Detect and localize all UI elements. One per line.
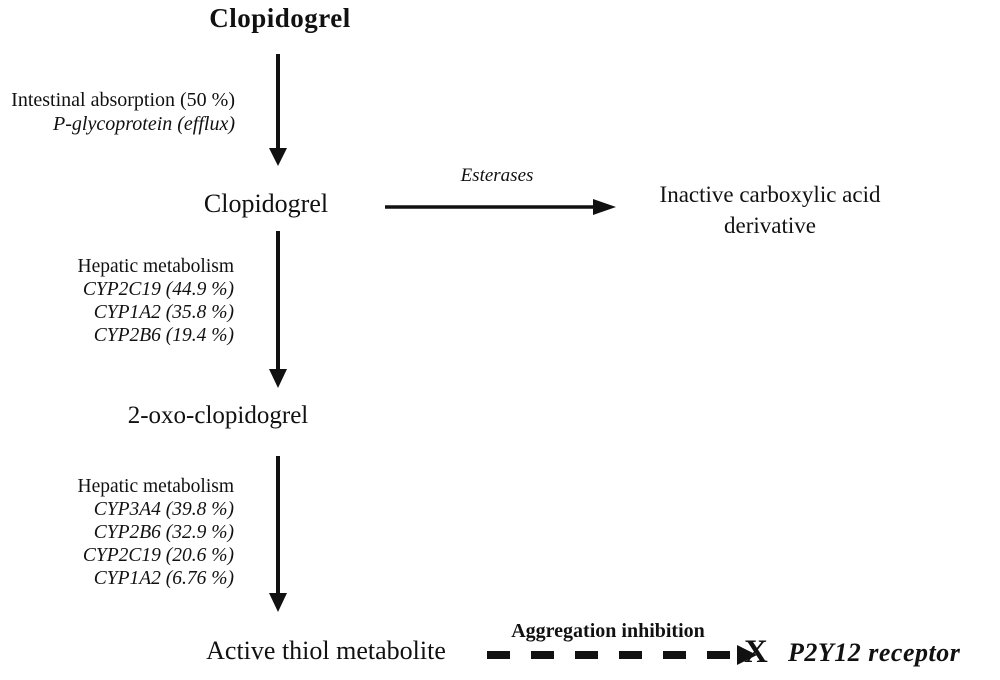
- hepatic-1-title: Hepatic metabolism: [77, 256, 235, 277]
- aggregation-inhibition-label: Aggregation inhibition: [511, 620, 705, 642]
- hepatic-2-item: CYP2B6 (32.9 %): [93, 522, 234, 543]
- hepatic-arrow-1: [269, 231, 287, 388]
- hepatic-1-item: CYP2C19 (44.9 %): [82, 279, 234, 300]
- hepatic-2-item: CYP1A2 (6.76 %): [93, 568, 234, 589]
- block-x-mark: X: [744, 634, 768, 670]
- esterases-arrow: [385, 199, 616, 215]
- hepatic-metabolism-2: Hepatic metabolism CYP3A4 (39.8 %) CYP2B…: [58, 475, 235, 590]
- hepatic-arrow-2: [269, 456, 287, 612]
- absorption-label: Intestinal absorption (50 %) P-glycoprot…: [0, 88, 235, 136]
- node-clopidogrel-mid: Clopidogrel: [203, 189, 329, 218]
- hepatic-1-item: CYP1A2 (35.8 %): [93, 302, 234, 323]
- hepatic-2-title: Hepatic metabolism: [77, 476, 235, 497]
- node-active-thiol-metabolite: Active thiol metabolite: [206, 636, 446, 665]
- node-clopidogrel-top: Clopidogrel: [209, 3, 351, 33]
- node-p2y12-receptor: P2Y12 receptor: [788, 638, 961, 667]
- node-inactive-derivative: Inactive carboxylic acid derivative: [620, 179, 920, 241]
- hepatic-1-item: CYP2B6 (19.4 %): [93, 325, 234, 346]
- hepatic-2-item: CYP3A4 (39.8 %): [93, 499, 234, 520]
- absorption-arrow: [269, 54, 287, 166]
- absorption-line1: Intestinal absorption (50 %): [11, 89, 235, 111]
- absorption-line2: P-glycoprotein (efflux): [53, 113, 235, 135]
- aggregation-dashed-arrow: [487, 645, 757, 665]
- inactive-line1: Inactive carboxylic acid: [659, 182, 881, 207]
- inactive-line2: derivative: [724, 213, 816, 238]
- hepatic-2-item: CYP2C19 (20.6 %): [82, 545, 234, 566]
- hepatic-metabolism-1: Hepatic metabolism CYP2C19 (44.9 %) CYP1…: [58, 255, 235, 347]
- esterases-label: Esterases: [460, 165, 534, 186]
- node-2-oxo-clopidogrel: 2-oxo-clopidogrel: [127, 402, 309, 429]
